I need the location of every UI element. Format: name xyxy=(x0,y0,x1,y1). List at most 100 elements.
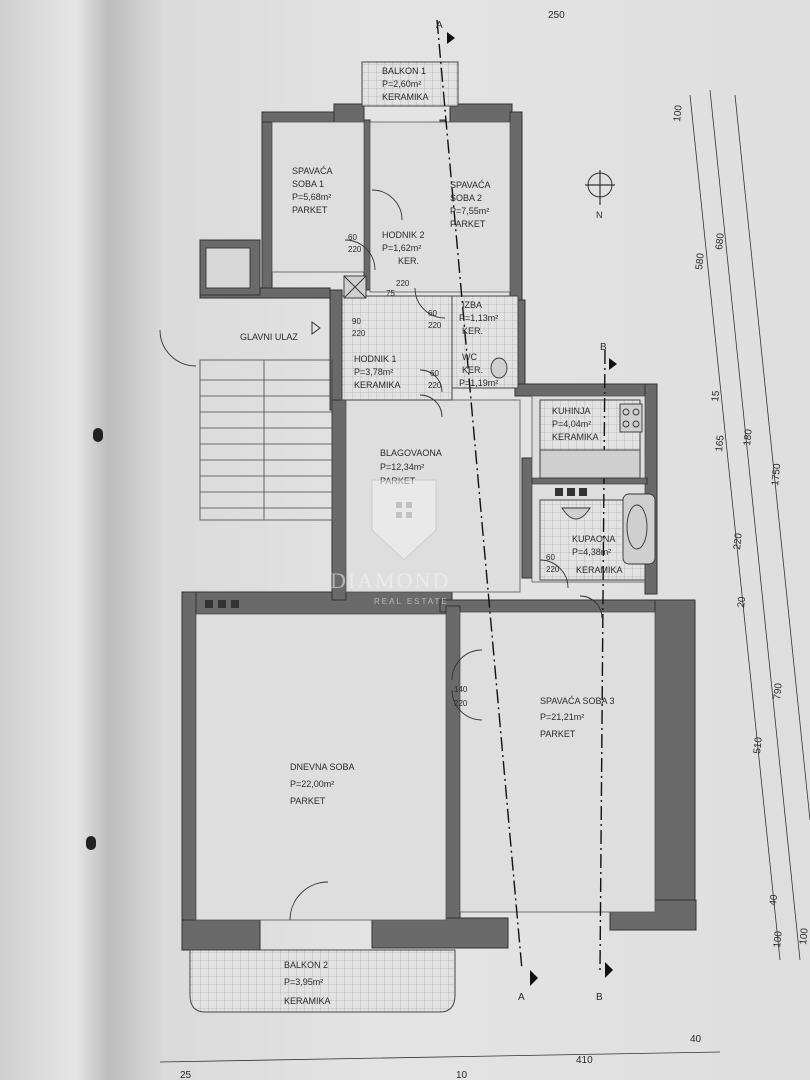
dim-label: 250 xyxy=(548,10,565,21)
door-size: 220 xyxy=(428,381,442,390)
dim-label: 15 xyxy=(710,390,722,403)
room-blagovaona-area: P=12,34m² xyxy=(380,462,424,472)
room-spavaca2-name2: SOBA 2 xyxy=(450,193,482,203)
room-balkon1-area: P=2,60m² xyxy=(382,79,421,89)
door-size: 90 xyxy=(352,317,361,326)
room-izba-finish: KER. xyxy=(462,326,483,336)
room-spavaca1-finish: PARKET xyxy=(292,205,328,215)
room-dnevna-area: P=22,00m² xyxy=(290,779,334,789)
room-dnevna-finish: PARKET xyxy=(290,796,326,806)
room-hodnik2-name: HODNIK 2 xyxy=(382,230,425,240)
dim-label: 165 xyxy=(714,434,727,452)
entrance-label: GLAVNI ULAZ xyxy=(240,332,298,342)
room-spavaca1-name: SPAVAĆA xyxy=(292,166,333,176)
section-label-b-top: B xyxy=(600,342,607,353)
room-spavaca1-area: P=5,68m² xyxy=(292,192,331,202)
room-spavaca3-area: P=21,21m² xyxy=(540,712,584,722)
binder-ring xyxy=(86,836,96,850)
dim-label: 1750 xyxy=(770,463,783,487)
dim-label: 10 xyxy=(456,1070,468,1080)
room-kupaona-area: P=4,38m² xyxy=(572,547,611,557)
room-izba-area: P=1,13m² xyxy=(459,313,498,323)
fixtures xyxy=(205,247,656,565)
dim-label: 680 xyxy=(714,232,727,250)
room-hodnik2-area: P=1,62m² xyxy=(382,243,421,253)
room-wc-area: P=1,19m² xyxy=(459,378,498,388)
door-size: 220 xyxy=(428,321,442,330)
dim-label: 510 xyxy=(752,736,765,754)
room-labels: BALKON 1 P=2,60m² KERAMIKA SPAVAĆA SOBA … xyxy=(240,66,623,1006)
dim-label: 410 xyxy=(576,1055,593,1066)
door-size: 60 xyxy=(428,309,437,318)
dim-label: 180 xyxy=(742,428,755,446)
dim-label: 100 xyxy=(798,927,810,945)
door-size: 60 xyxy=(430,369,439,378)
room-balkon2-name: BALKON 2 xyxy=(284,960,328,970)
north-label: N xyxy=(596,210,603,220)
door-size-labels: 60 220 90 75 220 60 220 60 220 60 220 14… xyxy=(348,233,560,708)
door-size: 220 xyxy=(352,329,366,338)
room-kuhinja-area: P=4,04m² xyxy=(552,419,591,429)
room-hodnik1-area: P=3,78m² xyxy=(354,367,393,377)
room-kuhinja-name: KUHINJA xyxy=(552,406,591,416)
door-size: 75 xyxy=(386,289,395,298)
door-size: 220 xyxy=(546,565,560,574)
dim-label: 20 xyxy=(736,596,748,609)
room-spavaca2-area: P=7,55m² xyxy=(450,206,489,216)
section-arrow-a-bottom xyxy=(530,970,538,986)
door-size: 220 xyxy=(348,245,362,254)
room-hodnik1-name: HODNIK 1 xyxy=(354,354,397,364)
room-spavaca3-name: SPAVAĆA SOBA 3 xyxy=(540,696,615,706)
entrance-arrow-icon xyxy=(311,321,321,335)
room-balkon2-finish: KERAMIKA xyxy=(284,996,331,1006)
dim-label: 790 xyxy=(772,682,785,700)
section-label-a-top: A xyxy=(436,20,443,31)
room-wc-finish: KER. xyxy=(462,365,483,375)
door-size: 60 xyxy=(546,553,555,562)
section-line-a xyxy=(436,19,523,971)
room-balkon2-area: P=3,95m² xyxy=(284,977,323,987)
dimension-labels: 100 680 1750 790 100 580 15 165 180 220 … xyxy=(180,10,810,1080)
room-izba-name: IZBA xyxy=(462,300,482,310)
vents xyxy=(205,488,587,608)
dim-label: 40 xyxy=(690,1034,702,1045)
stairwell xyxy=(199,359,333,521)
section-arrow-b-top xyxy=(609,358,617,370)
binder-ring xyxy=(93,428,103,442)
door-size: 140 xyxy=(454,685,468,694)
room-spavaca1-name2: SOBA 1 xyxy=(292,179,324,189)
dim-label: 40 xyxy=(768,894,780,907)
room-kupaona-finish: KERAMIKA xyxy=(576,565,623,575)
section-label-b-bottom: B xyxy=(596,992,603,1003)
room-spavaca2-name: SPAVAĆA xyxy=(450,180,491,190)
dim-label: 580 xyxy=(694,252,707,270)
dim-label: 100 xyxy=(672,104,685,122)
section-arrow-b-bottom xyxy=(605,962,613,978)
left-page xyxy=(0,0,108,1080)
watermark-sub: REAL ESTATE xyxy=(374,597,449,606)
dim-label: 25 xyxy=(180,1070,192,1080)
room-dnevna-name: DNEVNA SOBA xyxy=(290,762,355,772)
door-size: 220 xyxy=(396,279,410,288)
room-spavaca3-finish: PARKET xyxy=(540,729,576,739)
room-kuhinja-finish: KERAMIKA xyxy=(552,432,599,442)
room-balkon1-name: BALKON 1 xyxy=(382,66,426,76)
room-kupaona-name: KUPAONA xyxy=(572,534,615,544)
door-swings xyxy=(159,189,603,921)
room-wc-name: WC xyxy=(462,352,477,362)
dimension-lines xyxy=(159,89,810,1063)
room-hodnik1-finish: KERAMIKA xyxy=(354,380,401,390)
room-blagovaona-name: BLAGOVAONA xyxy=(380,448,442,458)
room-hodnik2-finish: KER. xyxy=(398,256,419,266)
room-spavaca2-finish: PARKET xyxy=(450,219,486,229)
door-size: 220 xyxy=(454,699,468,708)
north-arrow-icon xyxy=(585,170,615,205)
section-arrow-a-top xyxy=(447,32,455,44)
dim-label: 100 xyxy=(772,930,785,948)
watermark-brand: DIAMOND xyxy=(330,568,450,593)
watermark-logo: DIAMOND REAL ESTATE xyxy=(330,479,450,606)
section-label-a-bottom: A xyxy=(518,992,525,1003)
door-size: 60 xyxy=(348,233,357,242)
walls xyxy=(181,103,697,951)
